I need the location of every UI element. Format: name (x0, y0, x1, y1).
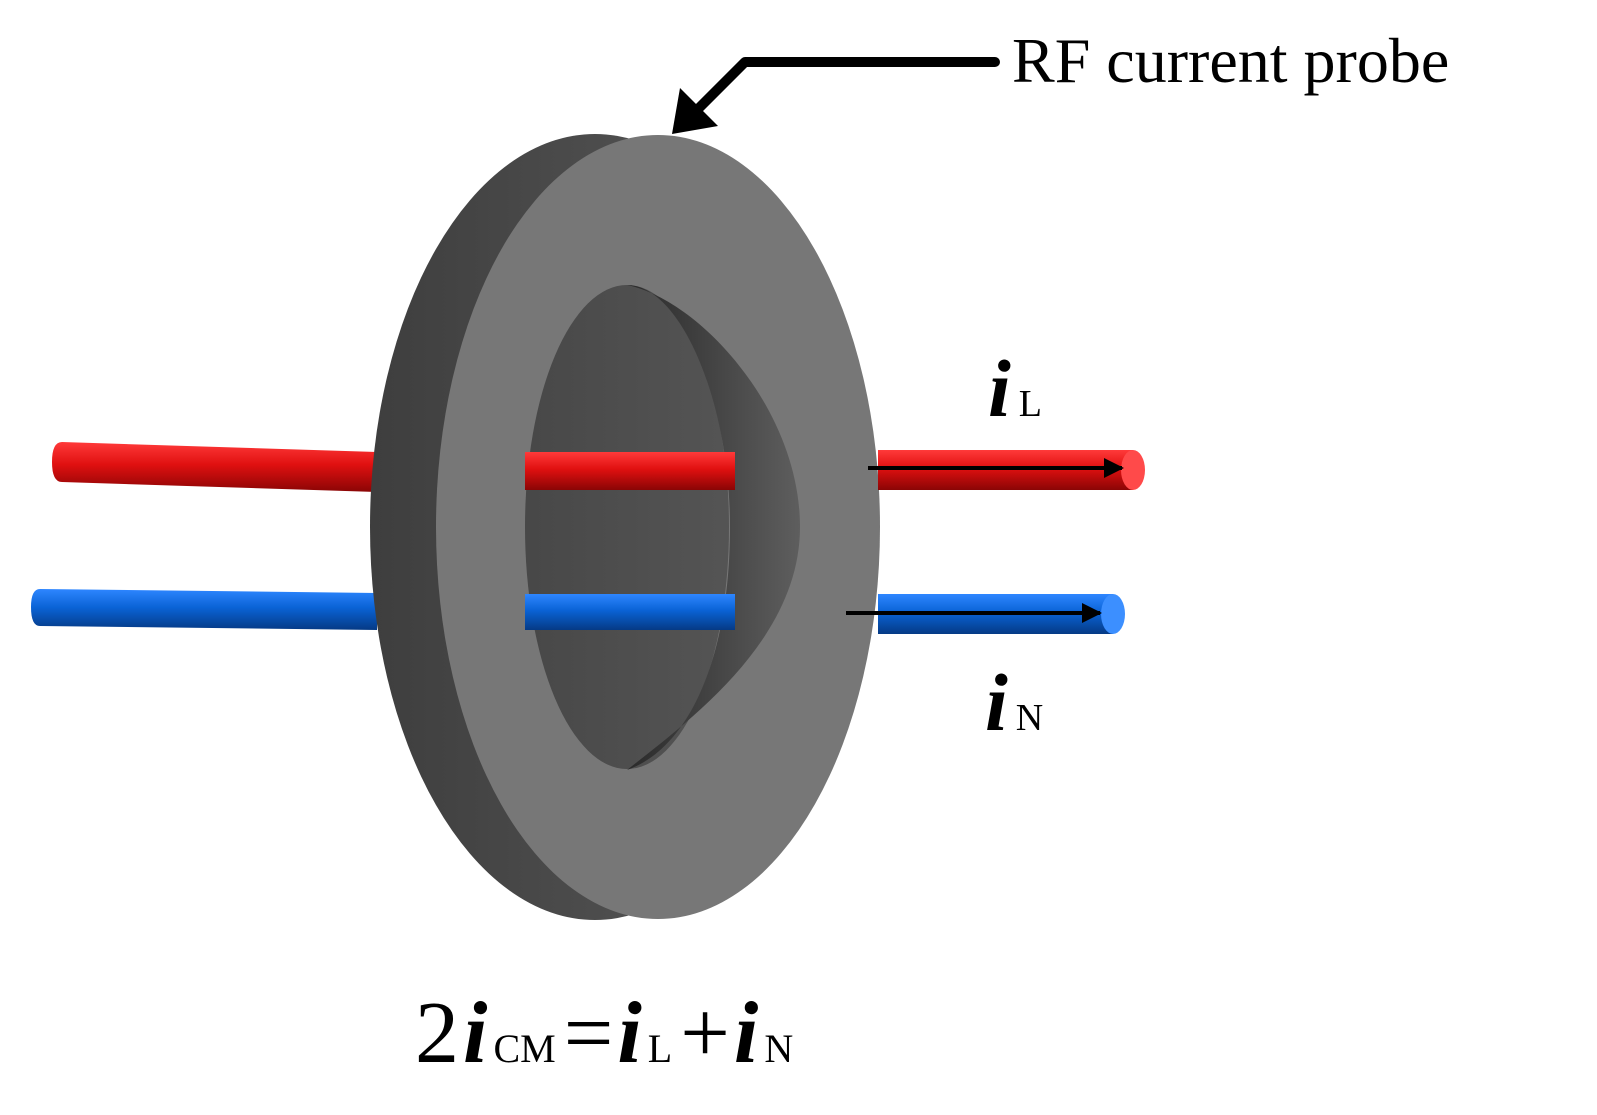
ring-inner-wall (627, 285, 800, 770)
eq-term2-sub: N (764, 1026, 793, 1071)
probe-pointer-arrowhead (672, 88, 718, 134)
eq-equals: = (564, 985, 614, 1082)
eq-lhs-symbol: i (463, 985, 488, 1082)
wire-live-end (1121, 450, 1145, 490)
wire-live-back (52, 442, 377, 492)
rf-current-probe-ring (370, 134, 880, 920)
eq-term1-sub: L (648, 1026, 672, 1071)
current-label-live-symbol: i (988, 343, 1011, 434)
wire-live-through (525, 452, 735, 490)
eq-coef: 2 (415, 985, 459, 1082)
current-label-live-sub: L (1019, 383, 1042, 425)
eq-plus: + (680, 985, 730, 1082)
current-label-neutral-sub: N (1016, 697, 1043, 739)
wire-neutral-end (1101, 594, 1125, 634)
wire-neutral-through (525, 594, 735, 630)
eq-lhs-sub: CM (493, 1026, 555, 1071)
eq-term2-symbol: i (734, 985, 759, 1082)
probe-pointer-arrow (690, 57, 1000, 117)
common-mode-equation: 2 i CM = i L + i N (415, 985, 793, 1082)
current-label-neutral: i N (985, 657, 1043, 748)
probe-label: RF current probe (1012, 25, 1449, 96)
wire-neutral-back (31, 589, 377, 630)
ring-face (436, 135, 880, 919)
current-label-live: i L (988, 343, 1042, 434)
eq-term1-symbol: i (617, 985, 642, 1082)
current-label-neutral-symbol: i (985, 657, 1008, 748)
